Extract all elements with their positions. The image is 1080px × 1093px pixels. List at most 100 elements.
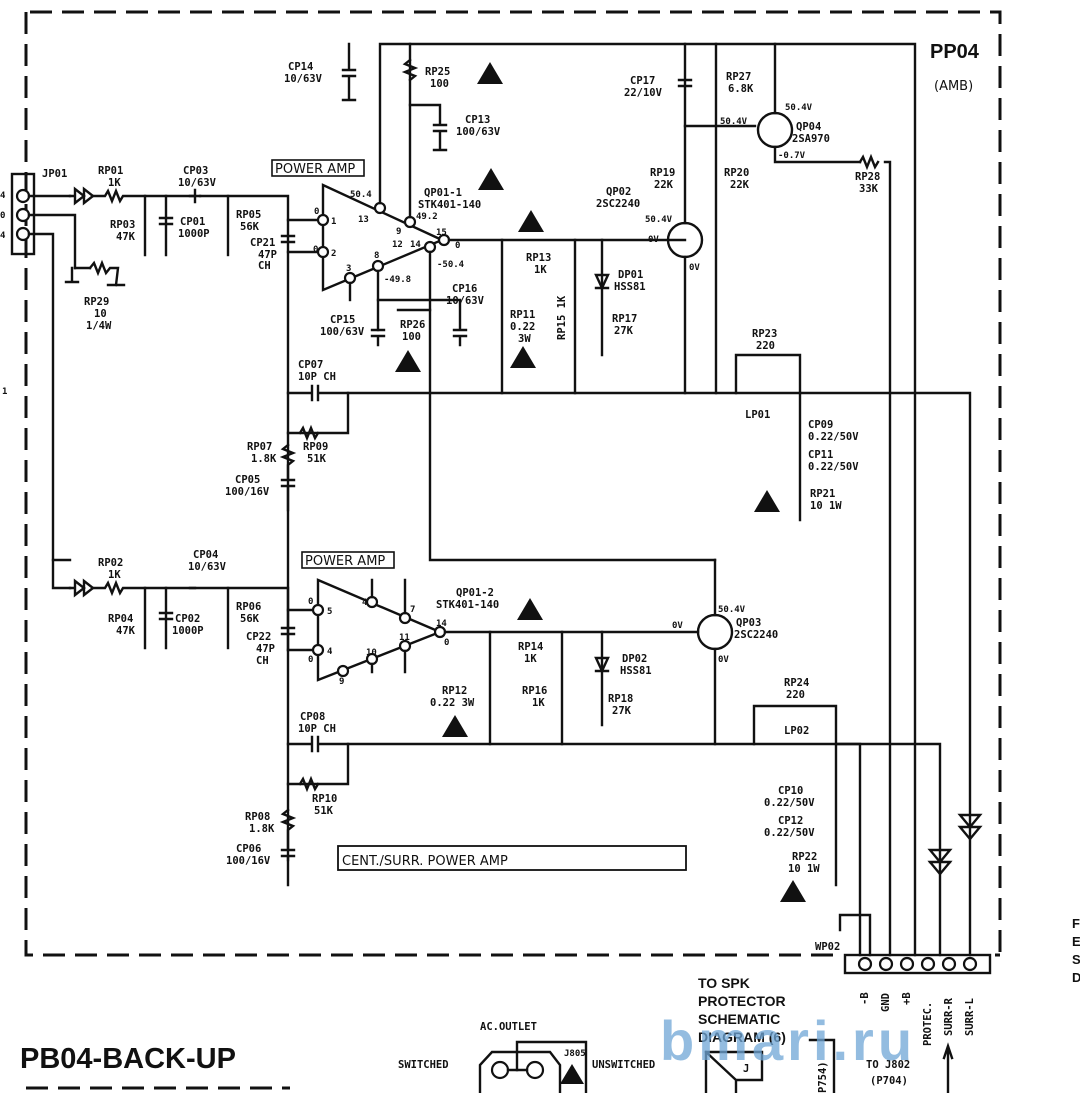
label-cp13: CP13 [465,114,490,126]
value-rp20: 22K [730,179,750,191]
voltage-qp04-e: 50.4V [785,103,813,113]
label-cp03: CP03 [183,165,208,177]
value-dp01: HSS81 [614,281,646,293]
label-cp17: CP17 [630,75,655,87]
label-rp20: RP20 [724,167,749,179]
pin-number: 9 [396,227,401,237]
value-qp03: 2SC2240 [734,629,778,641]
pin-voltage: 0 [444,638,449,648]
svg-text:4: 4 [0,231,6,241]
pin-voltage: -49.8 [384,275,411,285]
label-rp26: RP26 [400,319,425,331]
pin-number: 14 [436,619,447,629]
pin-voltage: 0 [308,655,313,665]
value-rp14: 1K [524,653,537,665]
label-rp21: RP21 [810,488,835,500]
value-rp17: 27K [614,325,634,337]
value-cp02: 1000P [172,625,204,637]
svg-text:-B: -B [859,992,871,1005]
power-amp-label-upper: POWER AMP [275,162,355,177]
power-amp-label-lower: POWER AMP [305,554,385,569]
watermark: bmari.ru [660,1009,916,1072]
pin-number: 12 [392,240,403,250]
svg-text:1: 1 [2,387,7,397]
label-cp02: CP02 [175,613,200,625]
upper-supply [341,42,468,347]
label-rp17: RP17 [612,313,637,325]
label-rp11: RP11 [510,309,535,321]
value-rp12: 0.22 3W [430,697,475,709]
label-rp12: RP12 [442,685,467,697]
ac-outlet-title: AC.OUTLET [480,1021,537,1033]
svg-text:4: 4 [0,191,6,201]
power-amp-label-box-upper [271,159,365,177]
label-rp09: RP09 [303,441,328,453]
label-cp09: CP09 [808,419,833,431]
voltage-qp04-b: 50.4V [720,117,748,127]
value-rp26: 100 [402,331,421,343]
value-cp16: 10/63V [446,295,485,307]
svg-text:J: J [743,1063,749,1075]
label-cp16: CP16 [452,283,477,295]
svg-text:SURR-L: SURR-L [964,998,976,1036]
label-cp14: CP14 [288,61,313,73]
pin-voltage: 0 [314,207,319,217]
voltage-qp03-b: 0V [672,621,683,631]
value-rp03: 47K [116,231,136,243]
value-cp12: 0.22/50V [764,827,815,839]
svg-text:E: E [1072,934,1080,949]
value-cp04: 10/63V [188,561,227,573]
value-cp08: 10P CH [298,723,336,735]
svg-text:SURR-R: SURR-R [943,997,955,1036]
value-cp14: 10/63V [284,73,323,85]
pin-number: 4 [362,598,368,608]
value-rp28: 33K [859,183,879,195]
value-rp18: 27K [612,705,632,717]
label-rp23: RP23 [752,328,777,340]
label-rp18: RP18 [608,693,633,705]
value-cp15: 100/63V [320,326,365,338]
value-cp21: 47P [258,249,277,261]
pin-number: 14 [410,240,421,250]
connector-labels: -B GND +B PROTEC. SURR-R SURR-L [859,992,976,1046]
pin-voltage: 49.2 [416,212,438,222]
value-rp22: 10 1W [788,863,820,875]
value-rp24: 220 [786,689,805,701]
label-rp07: RP07 [247,441,272,453]
value-cp09: 0.22/50V [808,431,859,443]
svg-text:SCHEMATIC: SCHEMATIC [698,1011,780,1027]
pin-voltage: 50.4 [350,190,372,200]
section-label: CENT./SURR. POWER AMP [342,854,508,869]
ac-outlet-ref: J805 [564,1049,586,1059]
voltage-qp04-c: -0.7V [778,151,806,161]
value-rp16: 1K [532,697,545,709]
label-qp04: QP04 [796,121,821,133]
svg-text:PROTECTOR: PROTECTOR [698,993,786,1009]
value-cp13: 100/63V [456,126,501,138]
ac-outlet-switched: SWITCHED [398,1059,449,1071]
label-rp28: RP28 [855,171,880,183]
pin-number: 5 [327,607,332,617]
value-rp11: 0.22 [510,321,535,333]
ac-outlet-unswitched: UNSWITCHED [592,1059,655,1071]
label-qp01-1: QP01-1 [424,187,462,199]
voltage-qp02-e: 0V [689,263,700,273]
value-cp07: 10P CH [298,371,336,383]
pin-number: 7 [410,605,415,615]
pin-voltage: 0 [313,245,318,255]
label-rp15: RP15 1K [556,295,568,340]
value-rp27: 6.8K [728,83,754,95]
svg-text:PROTEC.: PROTEC. [922,1002,934,1046]
power-amp-lower [311,578,700,682]
pin-voltage: 0 [308,597,313,607]
value-qp04: 2SA970 [792,133,830,145]
label-qp02: QP02 [606,186,631,198]
label-dp01: DP01 [618,269,643,281]
pin-number: 11 [399,633,410,643]
pin-number: 9 [339,677,344,687]
label-rp10: RP10 [312,793,337,805]
svg-text:S: S [1072,952,1080,967]
value-qp02: 2SC2240 [596,198,640,210]
value-rp08: 1.8K [249,823,275,835]
